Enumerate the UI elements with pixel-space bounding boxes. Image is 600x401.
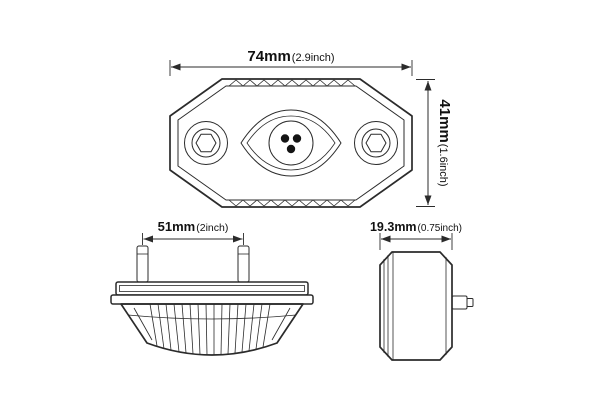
side-face-contours [383,252,447,360]
top-view [169,78,413,208]
stud-base [451,295,468,310]
bolt-outer-ring [354,121,398,165]
dimension-inches: (2.9inch) [292,52,335,64]
top-plate [115,281,309,296]
top-view-outer-outline [169,78,413,208]
dimension-depth: 19.3mm(0.75inch) [370,220,462,250]
dimension-value: 74mm [247,48,290,65]
dimension-value: 19.3mm [370,220,417,234]
dimension-inches: (0.75inch) [418,223,462,234]
hex-bolt-left [184,121,228,165]
led-dot [292,134,302,143]
dimension-inches: (2inch) [196,222,228,234]
side-view [379,251,474,361]
facet-zigzag-bottom [228,199,356,207]
mounting-stud-right [237,245,250,283]
dimension-value: 51mm [158,219,196,234]
side-mounting-stud [451,295,474,310]
mounting-studs [136,245,250,283]
dimension-label-side-height: 41mm (1.6inch) [436,99,453,186]
led-dots [280,134,302,154]
lens-outer-outline [240,109,342,177]
facet-zigzag-top [228,79,356,87]
dimension-value: 41mm [436,99,453,142]
hex-socket-icon [195,133,217,153]
stud-tip [466,298,474,307]
led-dot [286,144,296,154]
housing-seam-line [127,314,297,320]
top-view-inner-outline [177,85,405,201]
bolt-outer-ring [184,121,228,165]
dimension-stud-spacing: 51mm(2inch) [142,219,244,245]
led-dot [280,134,290,143]
dimension-label-depth: 19.3mm(0.75inch) [370,220,462,234]
center-lens [240,109,342,177]
flange [110,294,314,305]
hex-socket-icon [365,133,387,153]
dimension-side-height: 41mm (1.6inch) [416,79,453,207]
side-profile-outline [379,251,453,361]
mounting-stud-left [136,245,149,283]
dimension-label-stud-spacing: 51mm(2inch) [158,219,229,234]
lens-inner-outline [246,115,336,171]
dimension-label-top-width: 74mm(2.9inch) [247,48,334,65]
bolt-inner-ring [361,128,391,158]
lens-circle [268,120,314,166]
front-view [110,245,314,356]
dimension-inches: (1.6inch) [437,144,449,187]
bolt-inner-ring [191,128,221,158]
housing-body [120,303,304,356]
hex-bolt-right [354,121,398,165]
dimension-top-width: 74mm(2.9inch) [169,48,413,76]
heatsink-fins [133,303,291,356]
top-plate-inner-line [119,285,305,292]
